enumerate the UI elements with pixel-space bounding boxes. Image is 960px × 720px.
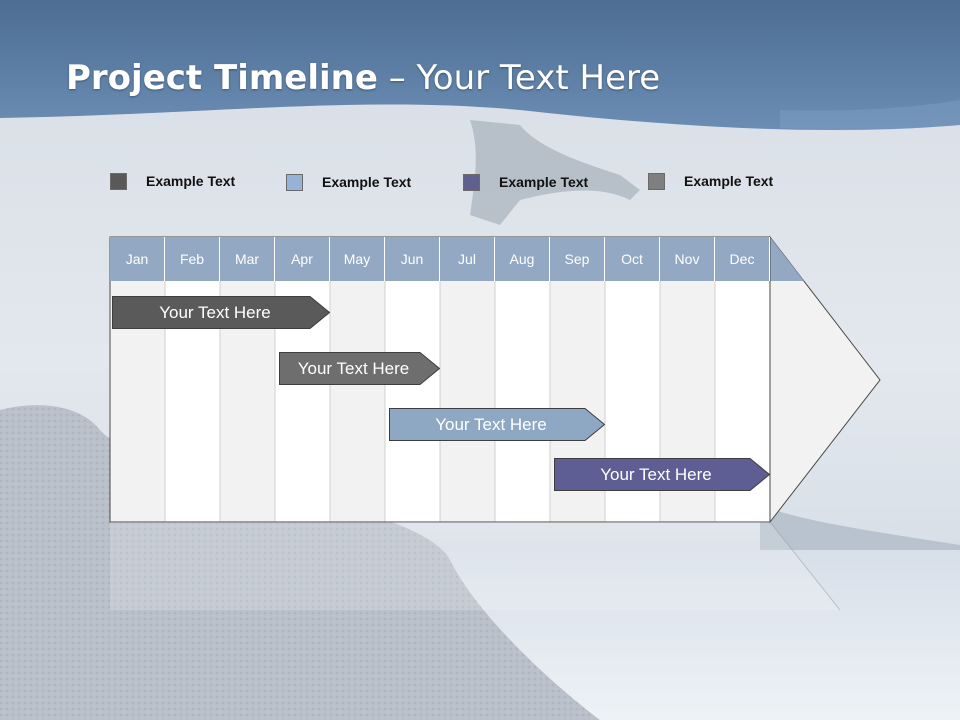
legend-item: Example Text bbox=[463, 171, 588, 193]
task-bar-label: Your Text Here bbox=[600, 464, 712, 484]
legend-swatch bbox=[286, 173, 303, 191]
task-bar-label: Your Text Here bbox=[297, 358, 410, 378]
month-column bbox=[494, 236, 551, 523]
task-bar[interactable]: Your Text Here bbox=[554, 458, 770, 491]
title-rest: – Your Text Here bbox=[377, 58, 661, 98]
legend-swatch bbox=[110, 172, 127, 190]
legend-item: Example Text bbox=[648, 170, 773, 192]
month-column bbox=[219, 236, 276, 523]
month-label: Dec bbox=[715, 237, 770, 281]
month-label: Nov bbox=[660, 237, 715, 281]
month-label: Aug bbox=[495, 237, 550, 281]
legend-item: Example Text bbox=[110, 170, 235, 192]
task-bar-arrow bbox=[112, 296, 330, 329]
month-column bbox=[109, 236, 166, 523]
task-bar-arrow bbox=[554, 458, 770, 491]
task-bar[interactable]: Your Text Here bbox=[279, 352, 440, 385]
task-bar-arrow bbox=[389, 408, 605, 441]
task-bar-arrow bbox=[279, 352, 440, 385]
task-bar-label: Your Text Here bbox=[159, 302, 271, 322]
title-bold: Project Timeline bbox=[66, 58, 378, 98]
legend-swatch bbox=[648, 172, 665, 190]
legend-swatch bbox=[463, 173, 480, 191]
month-label: May bbox=[330, 237, 385, 281]
month-label: Jul bbox=[440, 237, 495, 281]
month-label: Feb bbox=[165, 237, 220, 281]
legend-label: Example Text bbox=[146, 173, 236, 189]
task-bar-label: Your Text Here bbox=[435, 414, 547, 434]
month-label: Jan bbox=[110, 237, 165, 281]
month-label: Jun bbox=[385, 237, 440, 281]
month-column bbox=[439, 236, 496, 523]
legend-label: Example Text bbox=[684, 173, 774, 189]
month-label: Mar bbox=[220, 237, 275, 281]
month-label: Sep bbox=[550, 237, 605, 281]
legend-item: Example Text bbox=[286, 171, 411, 193]
page-title: Project Timeline – Your Text Here bbox=[66, 58, 660, 98]
legend-label: Example Text bbox=[499, 174, 589, 190]
legend-label: Example Text bbox=[322, 174, 412, 190]
task-bar[interactable]: Your Text Here bbox=[112, 296, 330, 329]
month-label: Oct bbox=[605, 237, 660, 281]
task-bar[interactable]: Your Text Here bbox=[389, 408, 605, 441]
month-label: Apr bbox=[275, 237, 330, 281]
